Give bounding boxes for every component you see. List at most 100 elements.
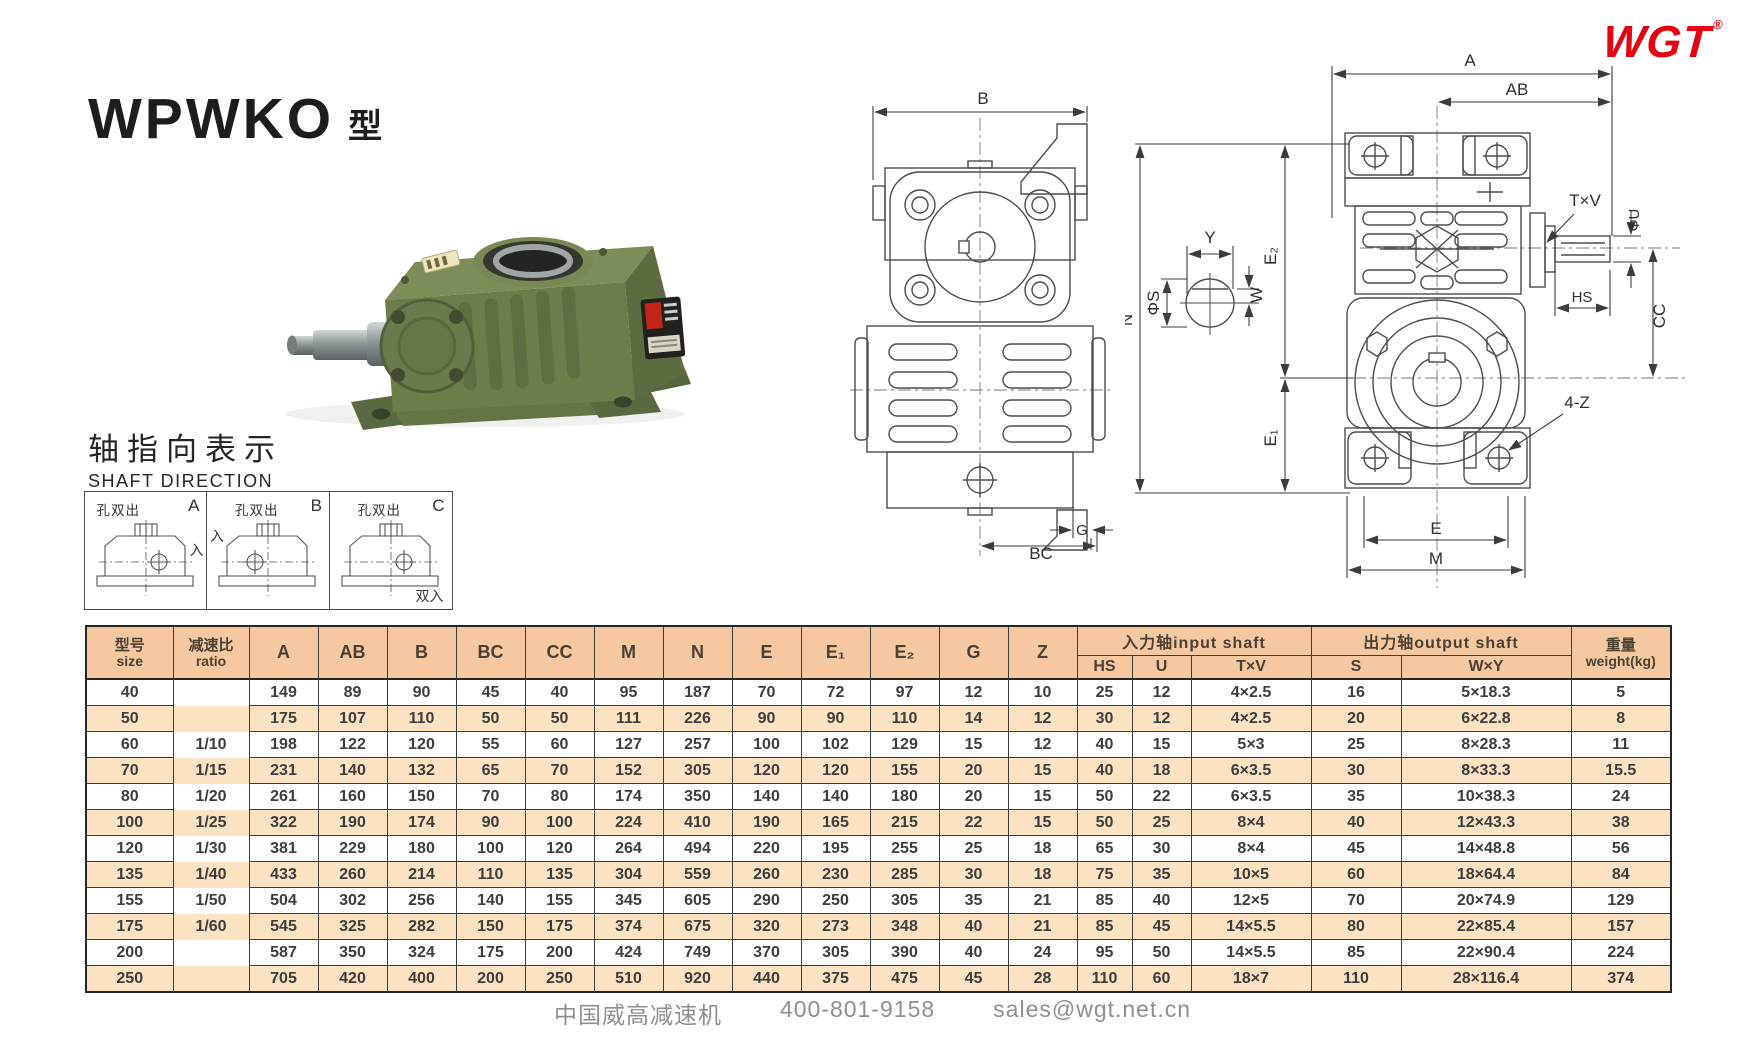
dim-label-n: N	[1125, 314, 1136, 326]
spec-cell: 127	[593, 731, 664, 758]
spec-cell: 390	[869, 939, 940, 966]
spec-cell: 111	[593, 705, 664, 732]
footer-phone: 400-801-9158	[779, 996, 936, 1022]
spec-cell: 40	[1310, 809, 1402, 836]
col-header-output-sub-0: S	[1310, 654, 1402, 680]
registered-mark: ®	[1712, 17, 1725, 32]
spec-cell: 198	[248, 731, 319, 758]
cell-size: 40	[85, 678, 174, 706]
dim-label-g: G	[1076, 522, 1088, 539]
spec-cell: 8	[1570, 705, 1672, 732]
cell-ratio: 1/40	[172, 861, 250, 888]
col-header-dim-7: E	[731, 625, 802, 680]
spec-cell: 250	[800, 887, 871, 914]
spec-cell: 28×116.4	[1400, 965, 1572, 993]
spec-cell: 89	[317, 678, 388, 706]
spec-cell: 84	[1570, 861, 1672, 888]
col-header-input-sub-2: T×V	[1190, 654, 1312, 680]
spec-cell: 30	[1310, 757, 1402, 784]
spec-cell: 152	[593, 757, 664, 784]
spec-cell: 305	[662, 757, 733, 784]
spec-cell: 50	[1076, 809, 1133, 836]
spec-cell: 100	[731, 731, 802, 758]
spec-cell: 56	[1570, 835, 1672, 862]
spec-cell: 45	[1131, 913, 1192, 940]
spec-cell: 224	[1570, 939, 1672, 966]
spec-cell: 174	[386, 809, 457, 836]
spec-cell: 70	[731, 678, 802, 706]
spec-cell: 675	[662, 913, 733, 940]
model-name: WPWKO	[88, 87, 335, 151]
spec-cell: 10	[1007, 678, 1078, 706]
spec-cell: 282	[386, 913, 457, 940]
spec-cell: 110	[386, 705, 457, 732]
dim-label-w: W	[1247, 287, 1266, 303]
spec-cell: 50	[524, 705, 595, 732]
spec-cell: 35	[1310, 783, 1402, 810]
spec-cell: 230	[800, 861, 871, 888]
cell-size: 60	[85, 731, 174, 758]
shaft-direction-panels: 孔双出 A 入 孔双出 B 入	[83, 491, 453, 610]
col-header-ratio-zh: 减速比	[188, 636, 234, 654]
spec-cell: 90	[800, 705, 871, 732]
cell-size: 100	[85, 809, 174, 836]
col-header-dim-5: M	[593, 625, 664, 680]
spec-cell: 220	[731, 835, 802, 862]
spec-cell: 155	[524, 887, 595, 914]
spec-cell: 175	[455, 939, 526, 966]
spec-cell: 440	[731, 965, 802, 993]
panel-c-hole-label: 孔双出	[357, 503, 401, 518]
cell-ratio	[172, 678, 250, 706]
spec-cell: 12	[938, 678, 1009, 706]
spec-cell: 12×43.3	[1400, 809, 1572, 836]
spec-cell: 325	[317, 913, 388, 940]
spec-cell: 100	[455, 835, 526, 862]
panel-a-letter: A	[188, 496, 200, 515]
spec-cell: 45	[455, 678, 526, 706]
col-header-size-zh: 型号	[114, 636, 145, 654]
spec-cell: 5×18.3	[1400, 678, 1572, 706]
spec-cell: 214	[386, 861, 457, 888]
spec-cell: 65	[455, 757, 526, 784]
col-header-dim-1: AB	[317, 625, 388, 680]
col-header-dim-2: B	[386, 625, 457, 680]
spec-cell: 150	[455, 913, 526, 940]
panel-c-mini-drawing	[340, 520, 439, 596]
dim-label-bc: BC	[1029, 544, 1053, 560]
spec-cell: 129	[869, 731, 940, 758]
spec-cell: 510	[593, 965, 664, 993]
spec-cell: 410	[662, 809, 733, 836]
cell-ratio	[172, 939, 250, 966]
spec-cell: 433	[248, 861, 319, 888]
spec-cell: 160	[317, 783, 388, 810]
spec-cell: 374	[1570, 965, 1672, 993]
spec-cell: 40	[1076, 757, 1133, 784]
spec-cell: 180	[386, 835, 457, 862]
spec-cell: 324	[386, 939, 457, 966]
spec-cell: 305	[800, 939, 871, 966]
spec-cell: 187	[662, 678, 733, 706]
panel-c-letter: C	[432, 496, 445, 515]
spec-cell: 129	[1570, 887, 1672, 914]
spec-cell: 165	[800, 809, 871, 836]
spec-cell: 226	[662, 705, 733, 732]
spec-cell: 605	[662, 887, 733, 914]
spec-cell: 302	[317, 887, 388, 914]
spec-cell: 90	[731, 705, 802, 732]
shaft-direction-heading: 轴指向表示 SHAFT DIRECTION	[88, 424, 283, 492]
spec-cell: 15	[1007, 809, 1078, 836]
cell-size: 50	[85, 705, 174, 732]
col-header-input-shaft: 入力轴input shaft	[1076, 625, 1312, 656]
col-header-dim-6: N	[662, 625, 733, 680]
spec-cell: 920	[662, 965, 733, 993]
col-header-size-en: size	[116, 652, 143, 669]
spec-cell: 174	[593, 783, 664, 810]
